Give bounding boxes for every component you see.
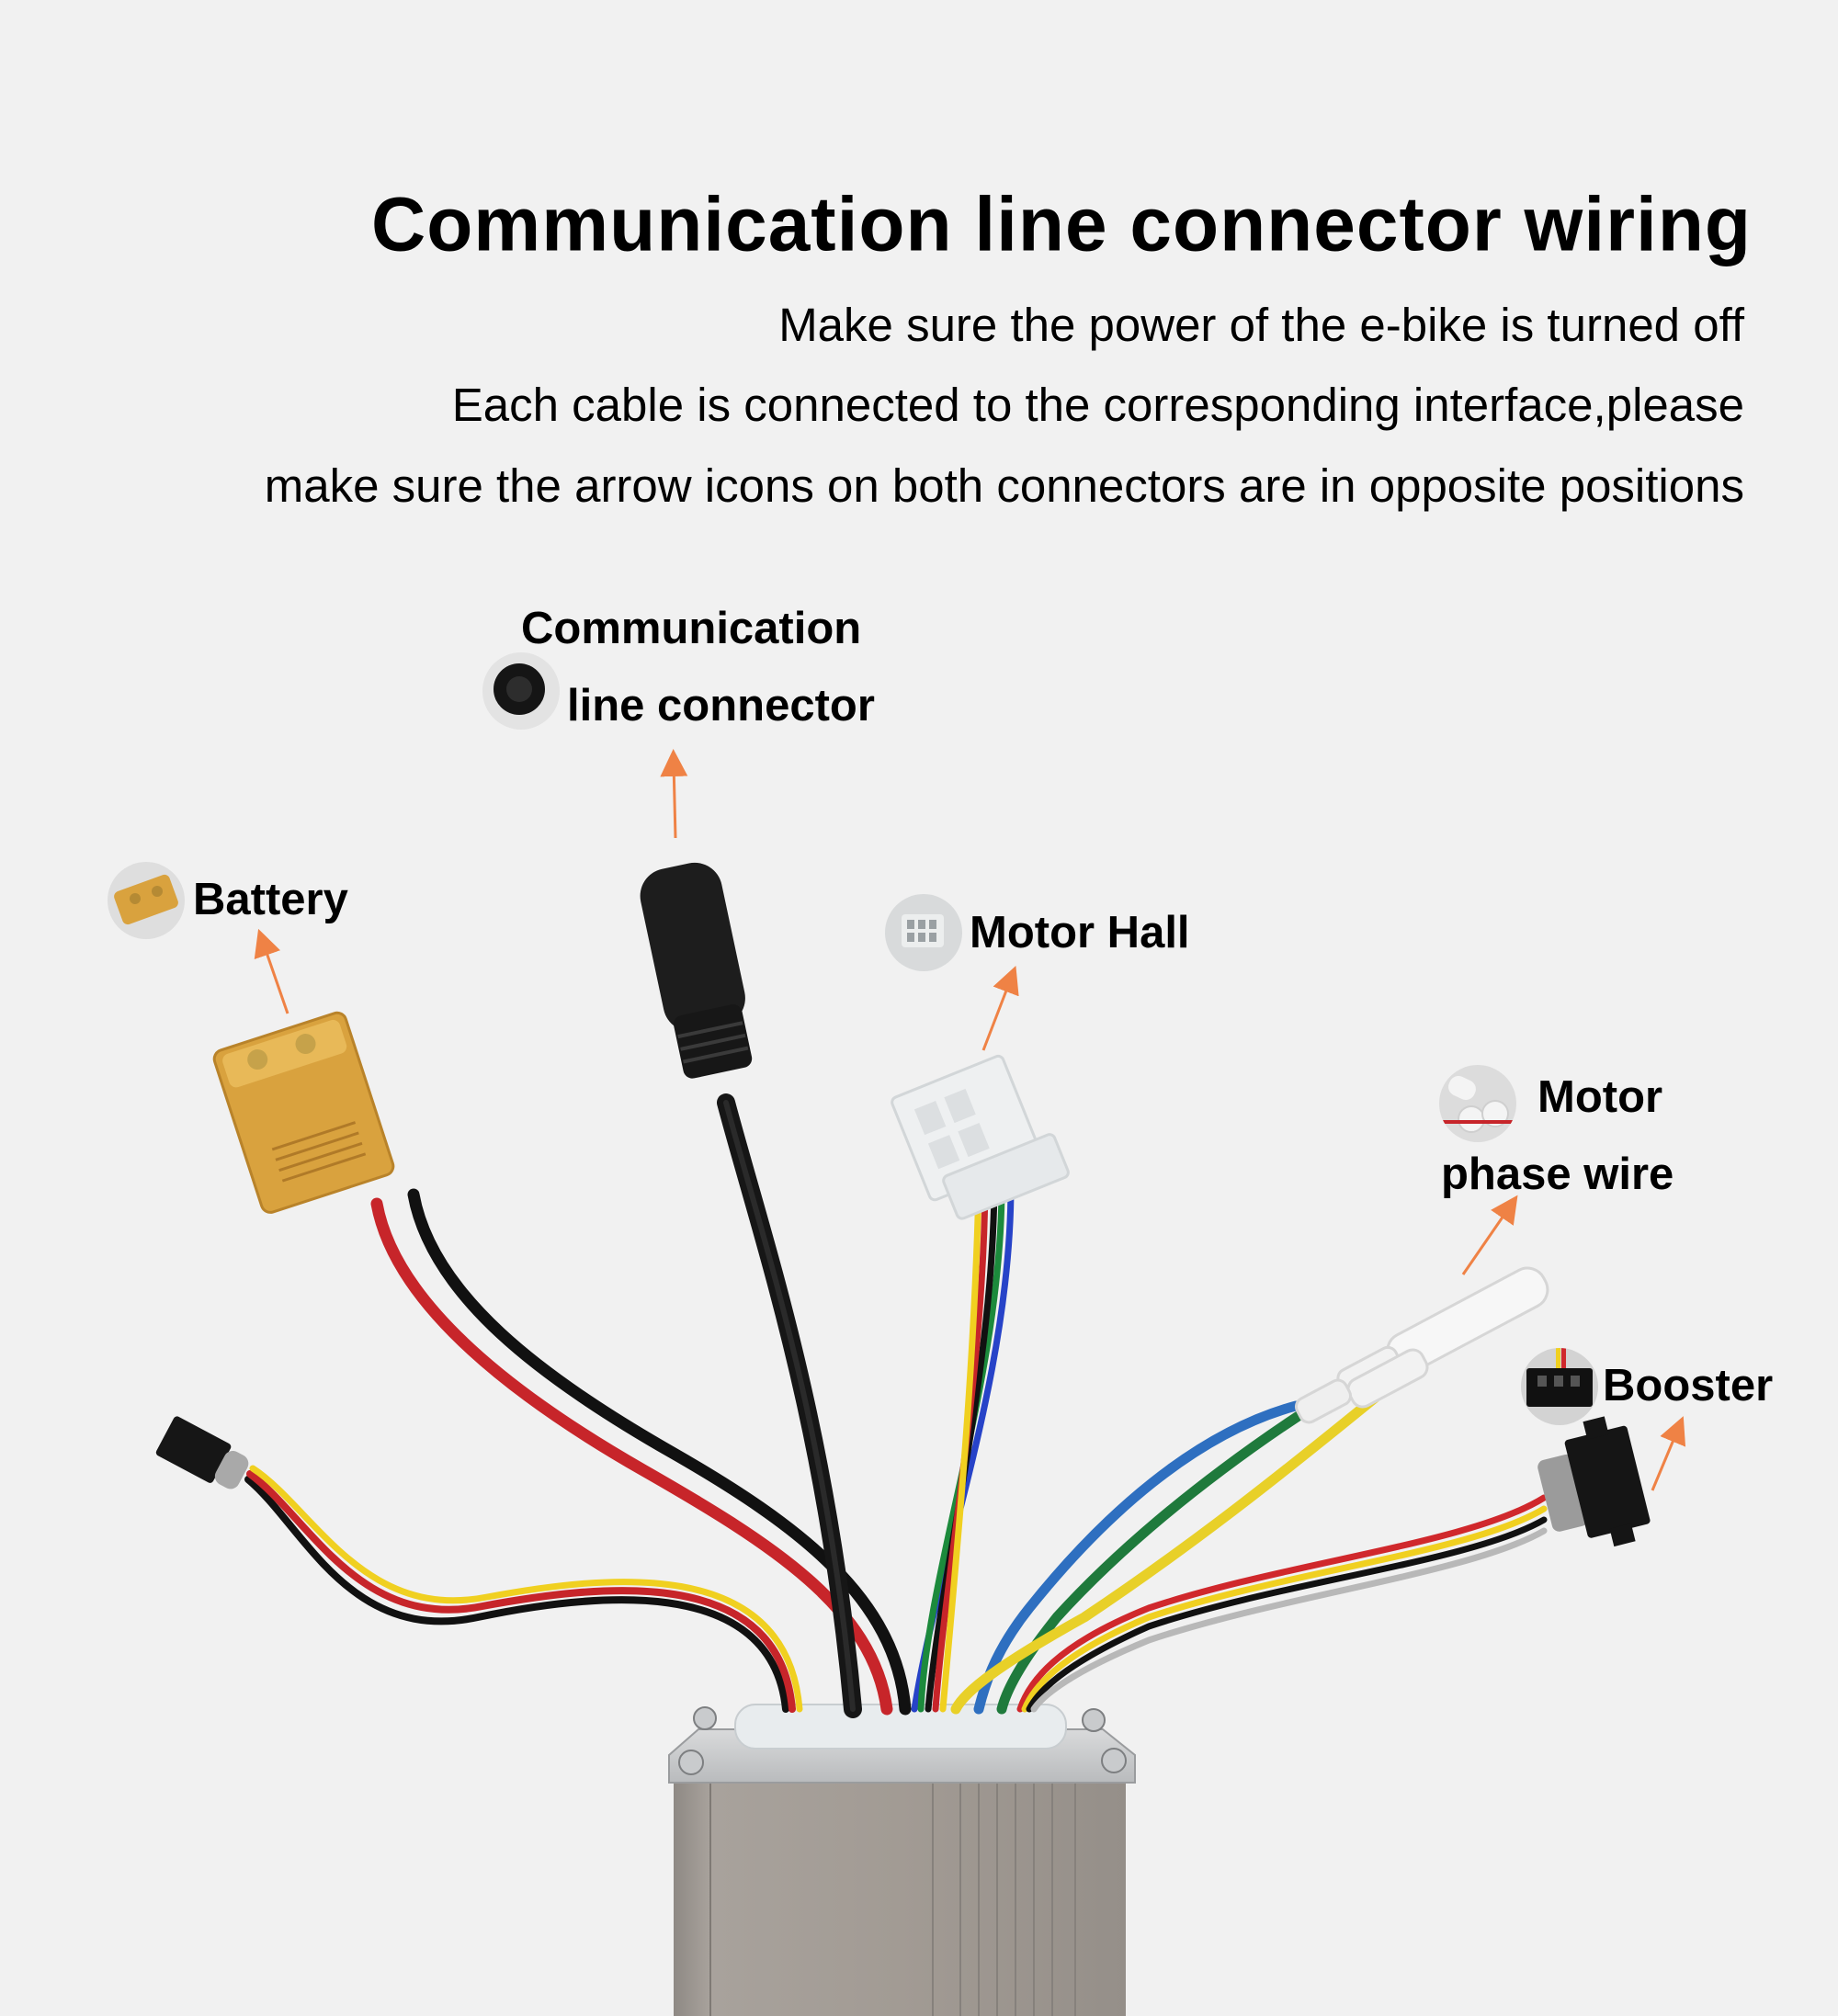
motor-phase-connectors	[1294, 1266, 1549, 1424]
motor-hall-connector-icon	[885, 894, 962, 971]
mini-connector	[155, 1416, 249, 1489]
label-communication-line-2: line connector	[567, 681, 875, 731]
motor-phase-connector-icon	[1439, 1065, 1516, 1142]
instruction-line: Each cable is connected to the correspon…	[451, 379, 1744, 431]
communication-connector-icon	[482, 652, 560, 730]
booster-connector	[1537, 1416, 1651, 1547]
label-motor-hall: Motor Hall	[970, 908, 1190, 957]
label-communication-line-1: Communication	[521, 604, 862, 653]
controller-body	[668, 1704, 1136, 2016]
label-motor-phase-2: phase wire	[1441, 1150, 1674, 1199]
label-battery: Battery	[193, 875, 348, 924]
motor-hall-connector	[891, 1054, 1070, 1220]
wires	[244, 1093, 1548, 1718]
battery-connector	[212, 1011, 395, 1214]
communication-connector	[640, 862, 753, 1079]
instruction-line: Make sure the power of the e-bike is tur…	[778, 299, 1744, 351]
arrow-communication	[660, 749, 688, 839]
arrow-motor-hall	[981, 965, 1019, 1051]
instruction-line: make sure the arrow icons on both connec…	[264, 459, 1744, 512]
battery-connector-icon	[108, 862, 185, 939]
arrow-motor-phase	[1461, 1195, 1518, 1275]
label-booster: Booster	[1603, 1361, 1774, 1410]
pointer-arrows	[254, 749, 1686, 1491]
arrow-battery	[254, 928, 289, 1014]
page-title: Communication line connector wiring	[371, 182, 1752, 267]
booster-connector-icon	[1521, 1348, 1598, 1425]
label-motor-phase-1: Motor	[1537, 1072, 1663, 1122]
arrow-booster	[1651, 1416, 1686, 1491]
